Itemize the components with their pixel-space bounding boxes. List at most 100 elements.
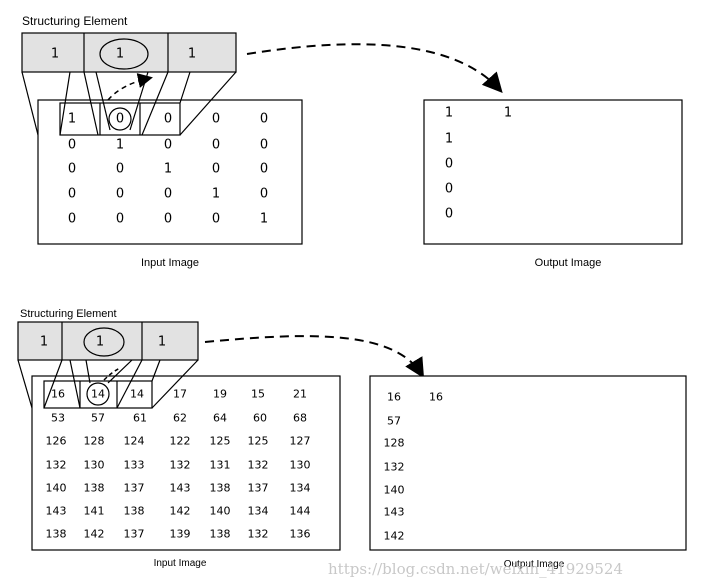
- matrix-cell: 138: [210, 482, 231, 495]
- matrix-cell: 0: [212, 112, 220, 127]
- matrix-cell: 16: [387, 391, 401, 404]
- matrix-cell: 143: [384, 506, 405, 519]
- matrix-cell: 0: [445, 157, 453, 172]
- top-se-cell: 1: [188, 47, 196, 62]
- matrix-cell: 17: [173, 388, 187, 401]
- bottom-output-image-box: [369, 375, 687, 551]
- bottom-center-pointer: [103, 367, 121, 381]
- matrix-cell: 15: [251, 388, 265, 401]
- matrix-cell: 0: [164, 138, 172, 153]
- top-input-caption: Input Image: [141, 257, 199, 269]
- matrix-cell: 140: [384, 484, 405, 497]
- matrix-cell: 60: [253, 412, 267, 425]
- matrix-cell: 1: [212, 187, 220, 202]
- bottom-se-cell: 1: [96, 335, 104, 350]
- matrix-cell: 0: [116, 187, 124, 202]
- matrix-cell: 138: [84, 482, 105, 495]
- matrix-cell: 0: [68, 212, 76, 227]
- matrix-cell: 128: [84, 435, 105, 448]
- matrix-cell: 62: [173, 412, 187, 425]
- matrix-cell: 1: [68, 112, 76, 127]
- bottom-input-center-circle: [86, 382, 110, 406]
- top-example: Structuring Element 1 1 1 1 0 0 0 0 0 1 0 0 0 0 0: [21, 14, 683, 269]
- top-input-center-circle: [108, 107, 132, 131]
- matrix-cell: 68: [293, 412, 307, 425]
- matrix-cell: 14: [130, 388, 144, 401]
- matrix-cell: 140: [210, 505, 231, 518]
- bottom-se-center-ellipse: [83, 327, 125, 357]
- matrix-cell: 128: [384, 437, 405, 450]
- matrix-cell: 130: [84, 459, 105, 472]
- matrix-cell: 1: [164, 162, 172, 177]
- matrix-cell: 61: [133, 412, 147, 425]
- matrix-cell: 0: [445, 207, 453, 222]
- bottom-projection-lines: [17, 359, 199, 409]
- matrix-cell: 0: [116, 212, 124, 227]
- matrix-cell: 124: [124, 435, 145, 448]
- top-projection-lines: [21, 71, 237, 136]
- matrix-cell: 134: [248, 505, 269, 518]
- matrix-cell: 64: [213, 412, 227, 425]
- matrix-cell: 0: [164, 112, 172, 127]
- matrix-cell: 0: [164, 187, 172, 202]
- matrix-cell: 127: [290, 435, 311, 448]
- matrix-cell: 57: [91, 412, 105, 425]
- bottom-mapping-arrow: [204, 335, 425, 379]
- matrix-cell: 0: [116, 112, 124, 127]
- matrix-cell: 53: [51, 412, 65, 425]
- matrix-cell: 142: [384, 530, 405, 543]
- matrix-cell: 1: [445, 106, 453, 121]
- matrix-cell: 125: [210, 435, 231, 448]
- matrix-cell: 143: [170, 482, 191, 495]
- matrix-cell: 137: [248, 482, 269, 495]
- matrix-cell: 57: [387, 415, 401, 428]
- bottom-input-window: [43, 380, 153, 409]
- bottom-output-caption: Output Image: [504, 559, 565, 570]
- matrix-cell: 132: [248, 528, 269, 541]
- matrix-cell: 0: [164, 212, 172, 227]
- matrix-cell: 1: [504, 106, 512, 121]
- matrix-cell: 138: [124, 505, 145, 518]
- matrix-cell: 122: [170, 435, 191, 448]
- bottom-se-cell: 1: [158, 335, 166, 350]
- matrix-cell: 136: [290, 528, 311, 541]
- bottom-structuring-element-label: Structuring Element: [20, 308, 117, 320]
- matrix-cell: 0: [445, 182, 453, 197]
- matrix-cell: 126: [46, 435, 67, 448]
- matrix-cell: 0: [260, 187, 268, 202]
- top-output-caption: Output Image: [535, 257, 602, 269]
- matrix-cell: 137: [124, 482, 145, 495]
- matrix-cell: 1: [260, 212, 268, 227]
- top-mapping-arrow: [246, 43, 503, 93]
- matrix-cell: 0: [212, 212, 220, 227]
- matrix-cell: 141: [84, 505, 105, 518]
- matrix-cell: 137: [124, 528, 145, 541]
- top-se-center-ellipse: [99, 38, 149, 70]
- top-structuring-element-label: Structuring Element: [22, 14, 128, 28]
- matrix-cell: 0: [260, 138, 268, 153]
- matrix-cell: 144: [290, 505, 311, 518]
- matrix-cell: 0: [212, 138, 220, 153]
- watermark-text: https://blog.csdn.net/weixin_41929524: [328, 560, 623, 578]
- matrix-cell: 16: [429, 391, 443, 404]
- matrix-cell: 142: [170, 505, 191, 518]
- top-se-cell: 1: [116, 47, 124, 62]
- matrix-cell: 0: [260, 112, 268, 127]
- matrix-cell: 140: [46, 482, 67, 495]
- matrix-cell: 0: [68, 187, 76, 202]
- matrix-cell: 0: [260, 162, 268, 177]
- matrix-cell: 0: [212, 162, 220, 177]
- matrix-cell: 14: [91, 388, 105, 401]
- matrix-cell: 138: [46, 528, 67, 541]
- matrix-cell: 1: [116, 138, 124, 153]
- matrix-cell: 0: [68, 138, 76, 153]
- matrix-cell: 131: [210, 459, 231, 472]
- matrix-cell: 138: [210, 528, 231, 541]
- matrix-cell: 134: [290, 482, 311, 495]
- top-output-image-box: [423, 99, 683, 245]
- matrix-cell: 19: [213, 388, 227, 401]
